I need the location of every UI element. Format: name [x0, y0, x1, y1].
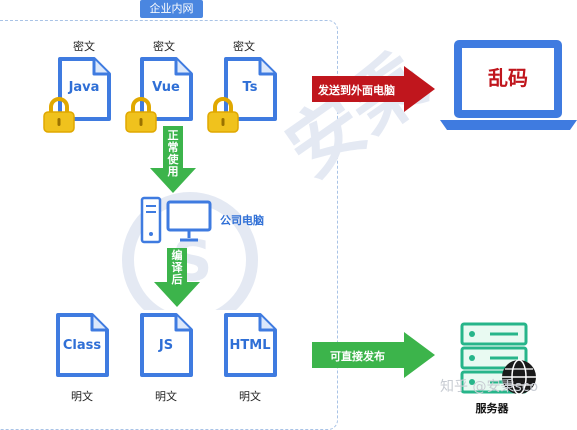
encrypted-file-ts: Ts — [222, 56, 278, 122]
green-right-arrow — [312, 332, 435, 378]
red-right-arrow — [312, 66, 435, 112]
globe-icon — [502, 359, 536, 395]
plain-file-html: HTML — [222, 312, 278, 378]
caption-plaintext-class: 明文 — [71, 390, 93, 403]
document-icon — [224, 57, 277, 121]
document-icon — [56, 313, 109, 377]
document-icon — [140, 57, 193, 121]
plain-file-class: Class — [54, 312, 110, 378]
label-server: 服务器 — [475, 402, 509, 415]
caption-plaintext-js: 明文 — [155, 390, 177, 403]
source-watermark: 知乎 @安秉sco — [440, 379, 539, 395]
label-send-out: 发送到外面电脑 — [318, 84, 395, 97]
lock-icon — [207, 97, 239, 133]
file-name-class: Class — [62, 338, 102, 353]
document-icon — [58, 57, 111, 121]
file-name-vue: Vue — [152, 80, 180, 95]
file-name-js: JS — [158, 338, 174, 353]
plain-file-js: JS — [138, 312, 194, 378]
label-normal-use: 正常使用 — [167, 129, 179, 178]
laptop-icon — [440, 40, 577, 130]
encrypted-file-vue: Vue — [138, 56, 194, 122]
lock-icon — [43, 97, 75, 133]
green-down-arrow — [150, 126, 196, 193]
encrypted-file-java: Java — [56, 56, 112, 122]
lock-icon — [125, 97, 157, 133]
file-name-ts: Ts — [242, 80, 258, 95]
caption-ciphertext-java: 密文 — [73, 40, 95, 53]
caption-ciphertext-ts: 密文 — [233, 40, 255, 53]
file-name-html: HTML — [229, 338, 271, 353]
document-icon — [224, 313, 277, 377]
intranet-zone-title: 企业内网 — [140, 0, 203, 18]
caption-ciphertext-vue: 密文 — [153, 40, 175, 53]
caption-plaintext-html: 明文 — [239, 390, 261, 403]
label-garbled: 乱码 — [488, 66, 528, 90]
label-deploy: 可直接发布 — [330, 350, 385, 363]
green-down-arrow — [154, 248, 200, 307]
file-name-java: Java — [68, 80, 100, 95]
document-icon — [140, 313, 193, 377]
label-company-pc: 公司电脑 — [220, 214, 264, 227]
desktop-computer-icon — [140, 196, 212, 244]
label-compiled: 编译后 — [171, 249, 183, 286]
